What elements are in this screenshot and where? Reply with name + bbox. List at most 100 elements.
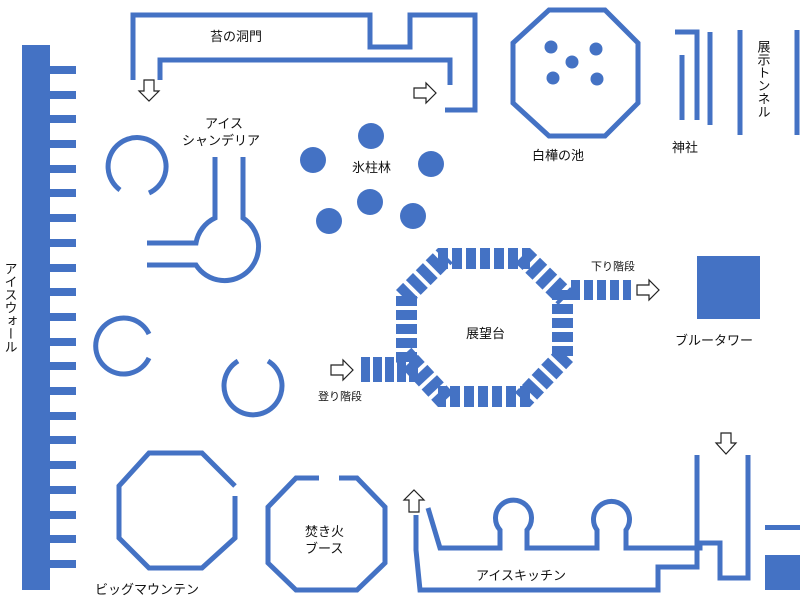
observatory-wall-block xyxy=(450,386,460,407)
ice-wall-tooth xyxy=(50,165,76,173)
moss-cave-label: 苔の洞門 xyxy=(210,30,262,45)
ice-wall-tooth xyxy=(50,338,76,346)
ice-wall-label: アイスウォール xyxy=(2,262,17,353)
ice-kitchen-entry-arrow xyxy=(402,489,426,513)
observatory-wall-block xyxy=(431,385,454,407)
ice-pillar-forest xyxy=(300,123,444,234)
ice-wall xyxy=(22,45,76,590)
ice-pillar xyxy=(418,151,444,177)
ice-ring-1 xyxy=(105,135,169,196)
ice-wall-tooth xyxy=(50,214,76,222)
edge-structure xyxy=(765,525,800,590)
observatory-wall-block xyxy=(552,318,573,328)
ice-wall-tooth xyxy=(50,189,76,197)
ice-wall-tooth xyxy=(50,362,76,370)
ice-wall-tooth xyxy=(50,239,76,247)
ice-chandelier xyxy=(147,157,262,284)
down-stairs xyxy=(571,280,631,300)
observatory-wall-block xyxy=(494,248,504,269)
observatory-wall-block xyxy=(435,248,453,266)
ice-pillar xyxy=(400,203,426,229)
ice-chandelier-label-2: シャンデリア xyxy=(182,133,260,149)
ice-kitchen xyxy=(413,455,751,593)
ice-wall-tooth xyxy=(50,288,76,296)
down-stairs-label: 下り階段 xyxy=(591,259,635,273)
exhibit-tunnel-label: 展示トンネル xyxy=(755,40,771,118)
big-mountain xyxy=(116,450,238,571)
exhibit-tunnel xyxy=(737,30,800,135)
big-mountain-label: ビッグマウンテン xyxy=(95,583,199,598)
ice-chandelier-label-1: アイス xyxy=(205,117,243,132)
birch-pond xyxy=(510,7,641,139)
up-stairs-label: 登り階段 xyxy=(318,389,362,403)
observatory-wall-block xyxy=(552,332,573,342)
observatory-wall-block xyxy=(396,324,417,334)
pond-dot xyxy=(544,40,558,54)
ice-wall-tooth xyxy=(50,486,76,494)
ice-pillar xyxy=(357,189,383,215)
pond-dot xyxy=(590,72,604,86)
observatory-wall-block xyxy=(521,377,544,400)
observatory-wall-block xyxy=(480,248,490,269)
shrine-label: 神社 xyxy=(672,140,698,156)
observatory-wall-block xyxy=(425,253,448,276)
observatory-wall-block xyxy=(478,386,488,407)
observatory-wall-block xyxy=(396,282,418,305)
ice-pillar xyxy=(300,147,326,173)
bonfire-booth-label-2: ブース xyxy=(305,541,343,557)
ice-pillar xyxy=(316,208,342,234)
ice-ring-3 xyxy=(221,358,285,418)
ice-wall-tooth xyxy=(50,313,76,321)
ice-wall-tooth xyxy=(50,387,76,395)
observatory-wall-block xyxy=(525,257,548,280)
blue-tower xyxy=(697,256,760,319)
ice-wall-tooth xyxy=(50,140,76,148)
up-stairs-arrow xyxy=(330,358,354,382)
ice-ring-2 xyxy=(93,315,152,377)
down-stairs-arrow xyxy=(636,278,660,302)
moss-cave xyxy=(130,12,478,113)
shrine xyxy=(675,29,713,125)
observatory-wall-block xyxy=(396,338,417,348)
ice-wall-tooth xyxy=(50,560,76,568)
bonfire-booth xyxy=(265,475,388,593)
observatory-wall-block xyxy=(552,304,573,314)
observatory-wall-block xyxy=(550,347,573,370)
ice-kitchen-exit-arrow xyxy=(714,432,738,455)
observatory-wall-block xyxy=(545,277,568,300)
observatory-wall-block xyxy=(552,290,573,300)
observatory-wall-block xyxy=(541,357,564,380)
moss-cave-exit-arrow xyxy=(413,81,437,105)
observatory-wall-block xyxy=(396,310,417,320)
ice-wall-tooth xyxy=(50,115,76,123)
moss-cave-entry-arrow xyxy=(137,79,161,102)
observatory-wall-block xyxy=(466,248,476,269)
observatory-wall-block xyxy=(535,267,558,290)
ice-wall-tooth xyxy=(50,461,76,469)
observatory-wall-block xyxy=(520,386,530,407)
ice-pillar-forest-label: 氷柱林 xyxy=(352,161,391,176)
observatory-wall-block xyxy=(492,386,502,407)
pond-dot xyxy=(565,55,579,69)
observatory-wall-block xyxy=(508,248,518,269)
pond-dot xyxy=(589,42,603,56)
ice-wall-tooth xyxy=(50,412,76,420)
observatory-wall-block xyxy=(464,386,474,407)
ice-pillar xyxy=(358,123,384,149)
observatory-wall-block xyxy=(421,375,444,397)
observatory-wall-block xyxy=(415,263,438,286)
observatory-label: 展望台 xyxy=(466,326,505,342)
bonfire-booth-label-1: 焚き火 xyxy=(305,525,344,540)
pond-dot xyxy=(546,71,560,85)
ice-wall-tooth xyxy=(50,66,76,74)
ice-wall-tooth xyxy=(50,264,76,272)
ice-kitchen-label: アイスキッチン xyxy=(476,569,566,584)
observatory-wall-block xyxy=(515,248,538,270)
ice-wall-tooth xyxy=(50,91,76,99)
observatory-wall-block xyxy=(452,248,462,269)
observatory-wall-block xyxy=(405,273,428,295)
observatory-wall-block xyxy=(506,386,516,407)
ice-wall-tooth xyxy=(50,511,76,519)
birch-pond-label: 白樺の池 xyxy=(532,148,584,164)
